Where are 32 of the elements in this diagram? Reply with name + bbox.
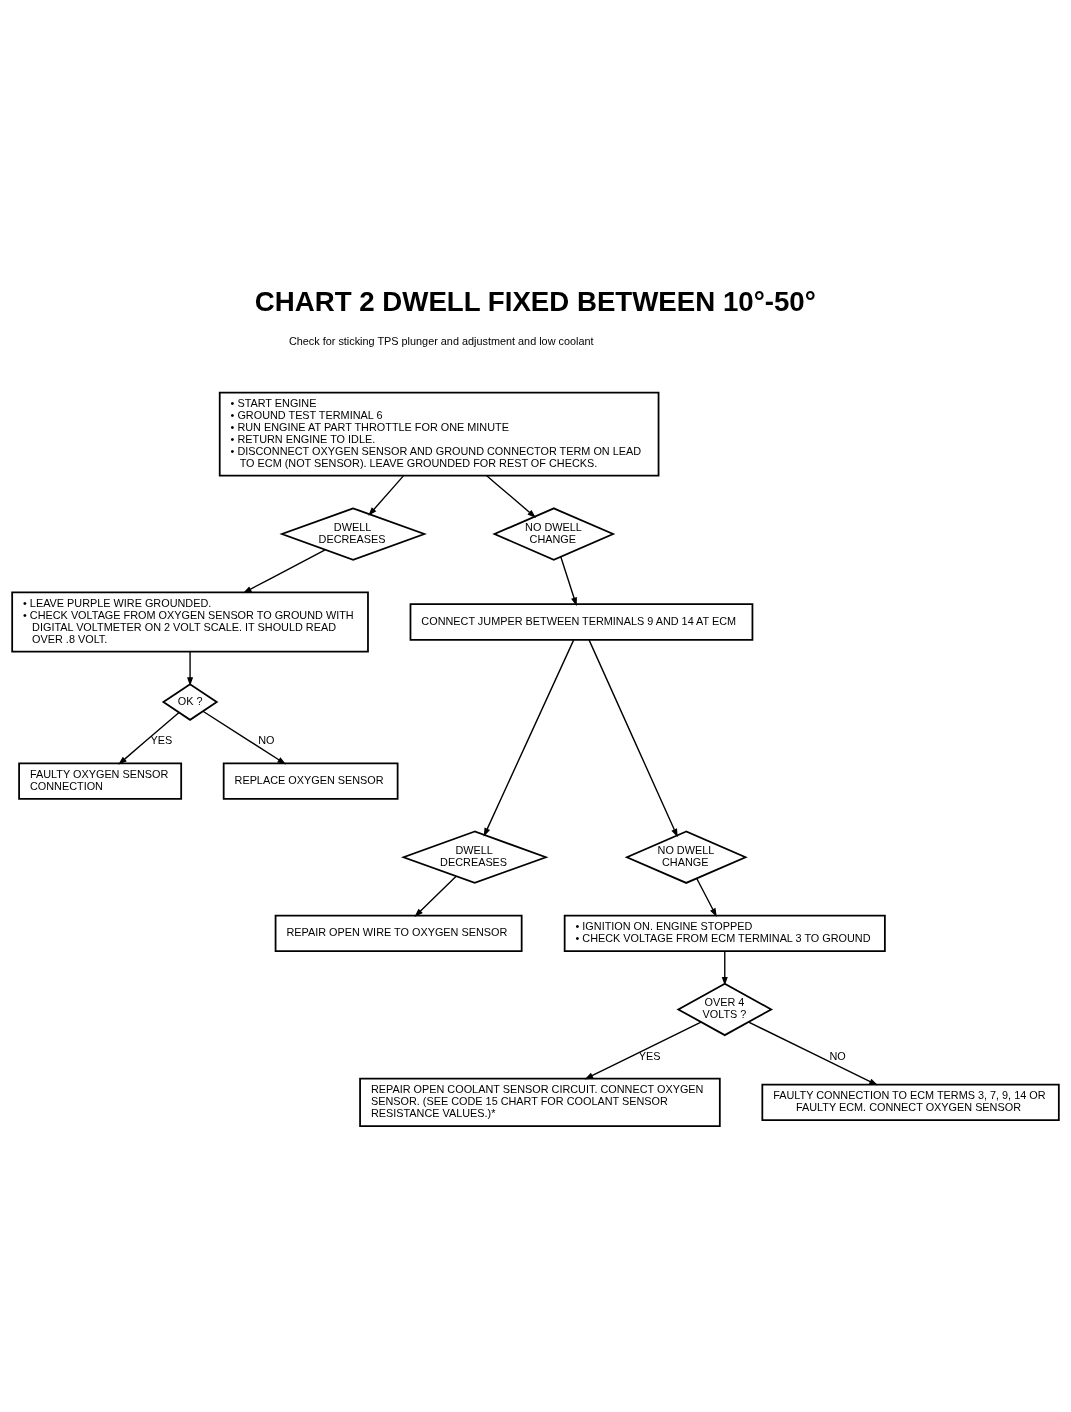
edge-label: YES [638, 1049, 661, 1062]
node-diamond: DWELL DECREASES [400, 830, 549, 884]
arrow [721, 950, 728, 986]
label: Check for sticking TPS plunger and adjustment and low coolant [288, 335, 594, 348]
arrow [696, 877, 717, 917]
node-box: REPLACE OXYGEN SENSOR [222, 762, 399, 800]
node-box: FAULTY CONNECTION TO ECM TERMS 3, 7, 9, 14 OR FAULTY ECM. CONNECT OXYGEN SENSOR [761, 1083, 1060, 1121]
arrow [486, 475, 537, 518]
edge-label: NO [258, 734, 275, 747]
node-box: REPAIR OPEN WIRE TO OXYGEN SENSOR [274, 914, 523, 952]
arrow [414, 875, 457, 917]
arrow [118, 711, 180, 765]
node-box: • START ENGINE • GROUND TEST TERMINAL 6 • RUN ENGINE AT PART THROTTLE FOR ONE MINUTE • RETURN ENGINE TO IDLE. • DISCONNECT OXYGEN SENSOR AND GROUND CONNECTOR TERM ON LEAD TO ECM (NOT SENSOR). LEAVE GROUNDED FOR REST OF CHECKS. [218, 391, 660, 477]
node-diamond: OVER 4 VOLTS ? [676, 982, 774, 1037]
arrow [187, 651, 194, 687]
node-diamond: OK ? [161, 683, 219, 721]
edge-label: YES [150, 734, 173, 747]
arrow [584, 1021, 702, 1080]
arrow [748, 1021, 878, 1086]
arrow [202, 710, 287, 765]
node-box: CONNECT JUMPER BETWEEN TERMINALS 9 AND 14 AT ECM [409, 603, 754, 641]
diagram-title: CHART 2 DWELL FIXED BETWEEN 10°-50° [254, 286, 816, 318]
arrow [560, 556, 577, 607]
node-box: • LEAVE PURPLE WIRE GROUNDED. • CHECK VOLTAGE FROM OXYGEN SENSOR TO GROUND WITH DIGITAL VOLTMETER ON 2 VOLT SCALE. IT SHOULD READ OVER .8 VOLT. [11, 591, 369, 653]
node-box: FAULTY OXYGEN SENSOR CONNECTION [18, 762, 183, 800]
edge-label: NO [829, 1049, 846, 1062]
node-box: REPAIR OPEN COOLANT SENSOR CIRCUIT. CONNECT OXYGEN SENSOR. (SEE CODE 15 CHART FOR COOLANT SENSOR RESISTANCE VALUES.)* [359, 1077, 721, 1127]
arrow [368, 475, 405, 516]
arrow [483, 639, 575, 837]
arrow [242, 549, 326, 594]
node-box: • IGNITION ON. ENGINE STOPPED • CHECK VOLTAGE FROM ECM TERMINAL 3 TO GROUND [563, 914, 886, 952]
arrow [588, 639, 678, 838]
